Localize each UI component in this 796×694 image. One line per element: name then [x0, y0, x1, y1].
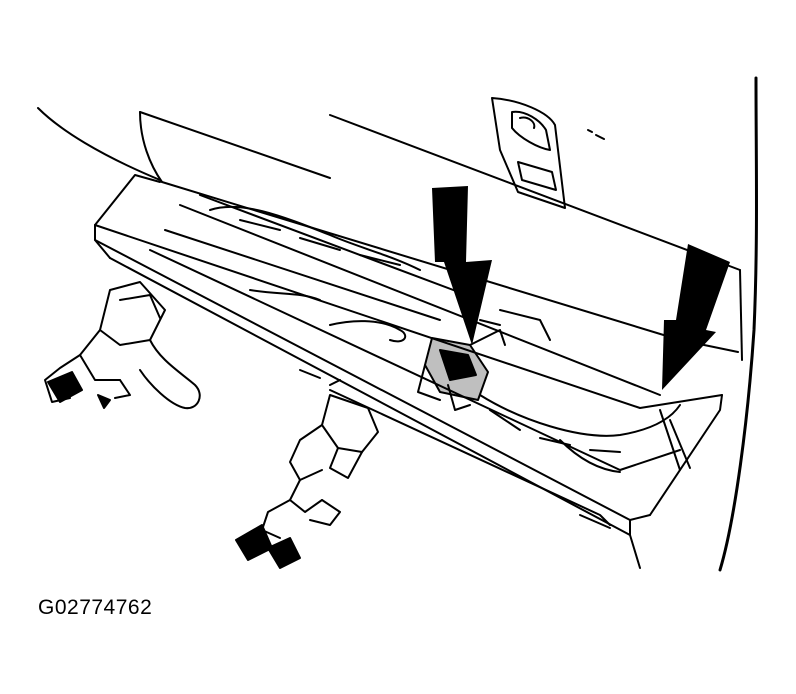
rail-channel [94, 174, 723, 569]
left-wiring-connector [44, 281, 201, 410]
upper-trim-panel [37, 76, 758, 572]
right-wiring-connector [235, 394, 379, 569]
slotted-bracket [491, 97, 566, 209]
figure-id-label: G02774762 [38, 596, 153, 619]
callout-arrow-1 [432, 186, 492, 345]
mounting-clip [417, 329, 506, 411]
callout-arrow-2 [662, 244, 730, 390]
callout-arrows [432, 186, 730, 390]
